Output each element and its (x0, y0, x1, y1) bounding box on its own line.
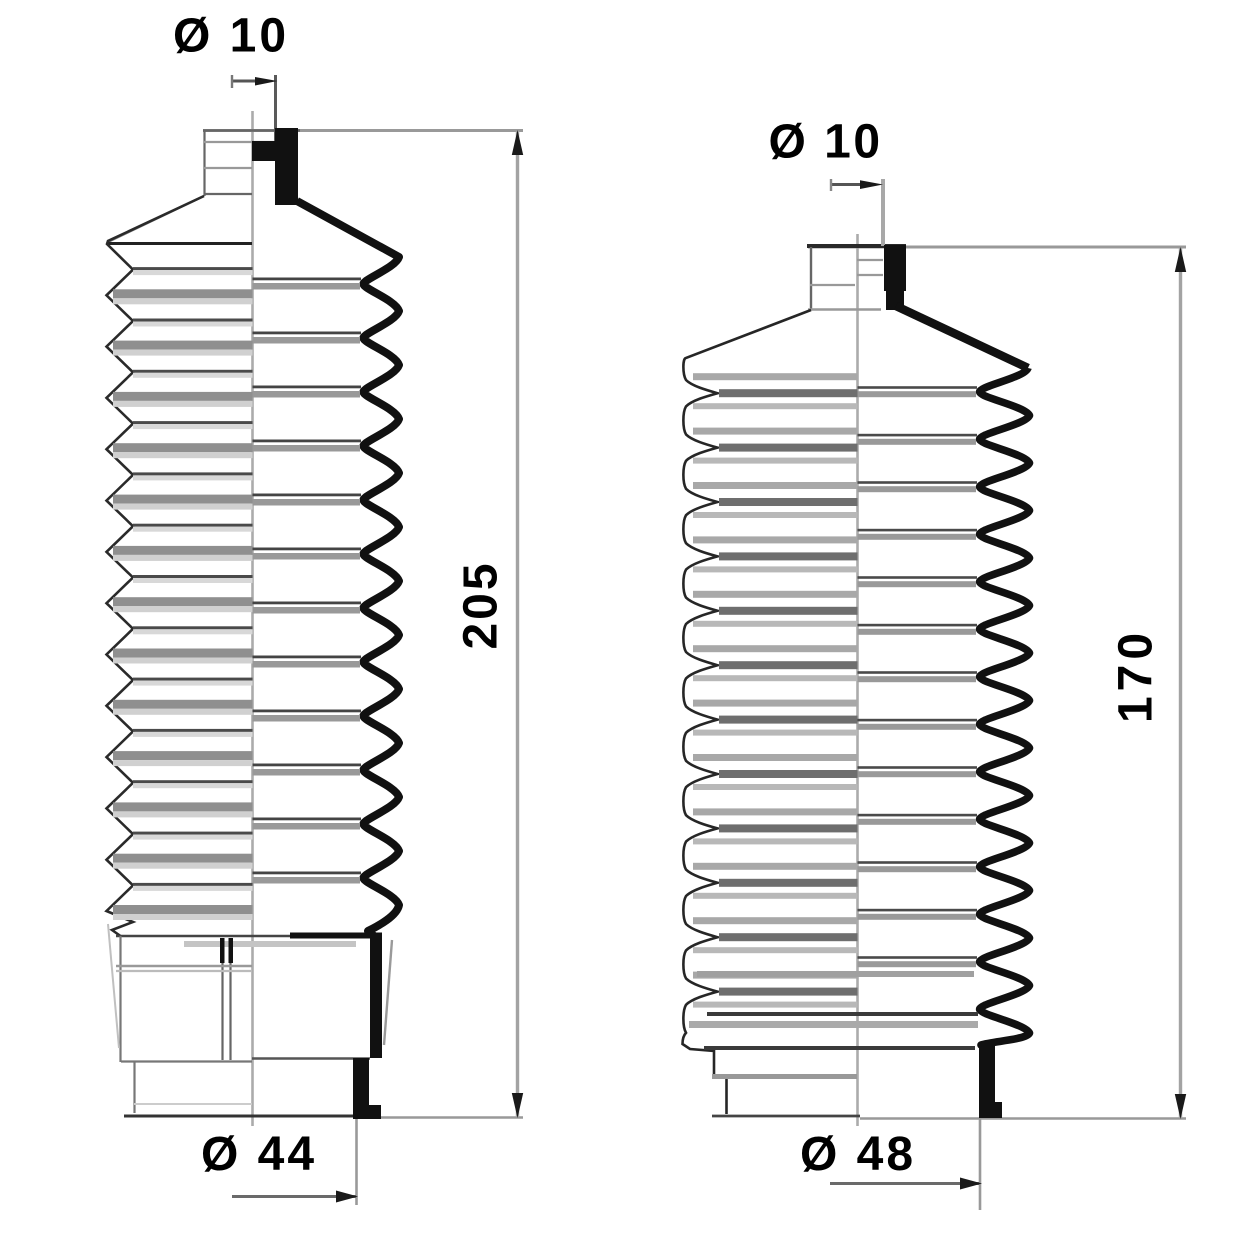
svg-text:205: 205 (455, 560, 508, 649)
svg-text:170: 170 (1110, 628, 1163, 723)
svg-text:Ø 10: Ø 10 (769, 116, 883, 169)
svg-text:Ø 48: Ø 48 (800, 1128, 916, 1181)
svg-text:Ø 44: Ø 44 (201, 1128, 317, 1181)
svg-text:Ø 10: Ø 10 (173, 10, 289, 63)
